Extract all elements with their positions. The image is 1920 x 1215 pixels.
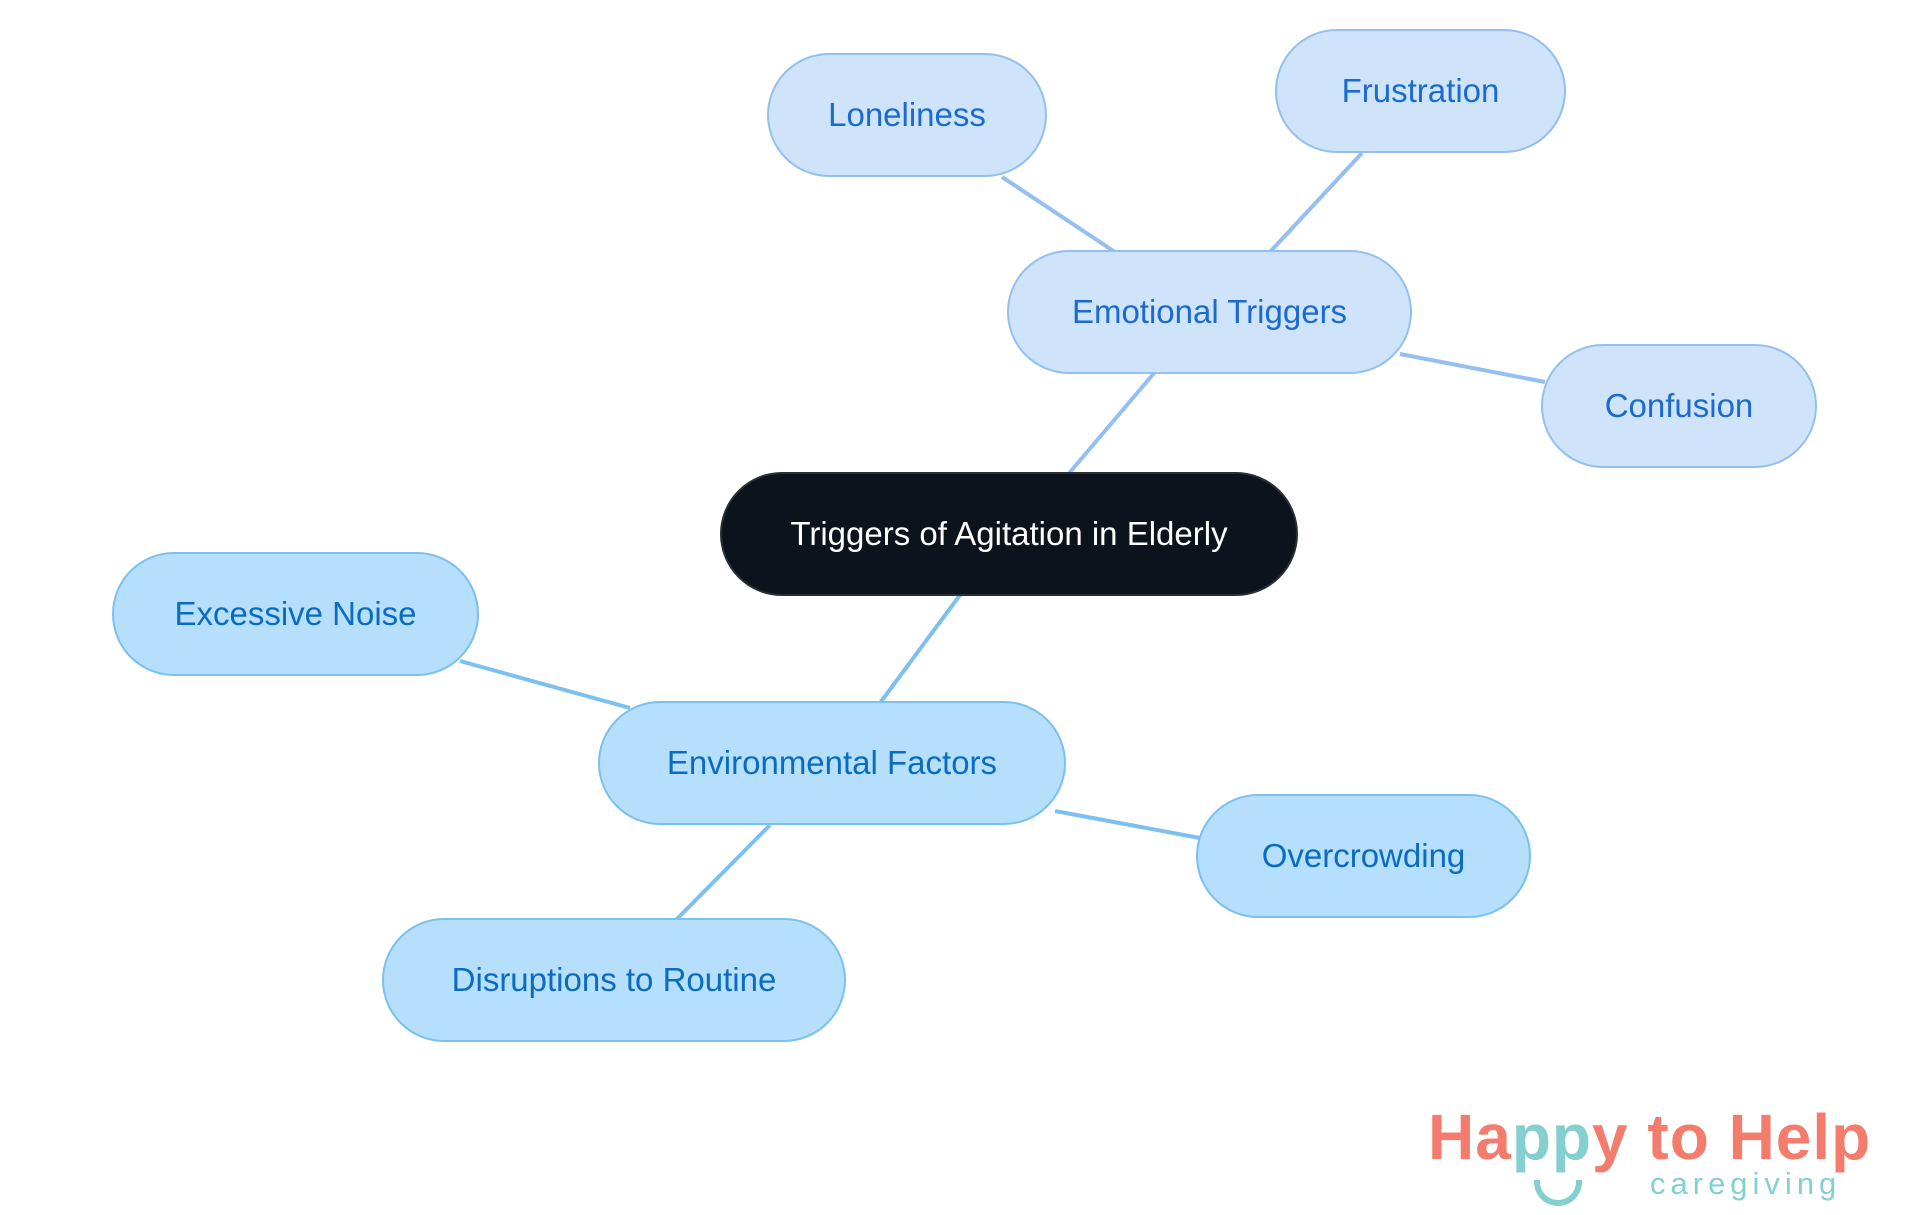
node-disruptions-to-routine: Disruptions to Routine xyxy=(382,918,846,1042)
edge-emotional-confusion xyxy=(1399,352,1546,384)
smile-icon xyxy=(1534,1180,1582,1206)
edge-emotional-frustration xyxy=(1268,151,1364,254)
edge-environmental-disruptions xyxy=(674,823,772,922)
node-frustration: Frustration xyxy=(1275,29,1566,153)
node-loneliness: Loneliness xyxy=(767,53,1047,177)
node-excessive-noise: Excessive Noise xyxy=(112,552,479,676)
edge-root-emotional xyxy=(1063,370,1157,480)
root-node: Triggers of Agitation in Elderly xyxy=(720,472,1298,596)
happy-to-help-logo: Happy to Help caregiving xyxy=(1428,1100,1888,1206)
node-environmental-factors: Environmental Factors xyxy=(598,701,1066,825)
logo-wordmark: Happy to Help xyxy=(1428,1101,1872,1173)
edge-root-environmental xyxy=(878,593,962,705)
edge-environmental-noise xyxy=(459,659,631,710)
node-emotional-triggers: Emotional Triggers xyxy=(1007,250,1412,374)
logo-tagline: caregiving xyxy=(1650,1166,1842,1201)
edge-environmental-overcrowding xyxy=(1054,809,1201,840)
node-confusion: Confusion xyxy=(1541,344,1817,468)
node-overcrowding: Overcrowding xyxy=(1196,794,1531,918)
edge-emotional-loneliness xyxy=(1000,175,1117,254)
